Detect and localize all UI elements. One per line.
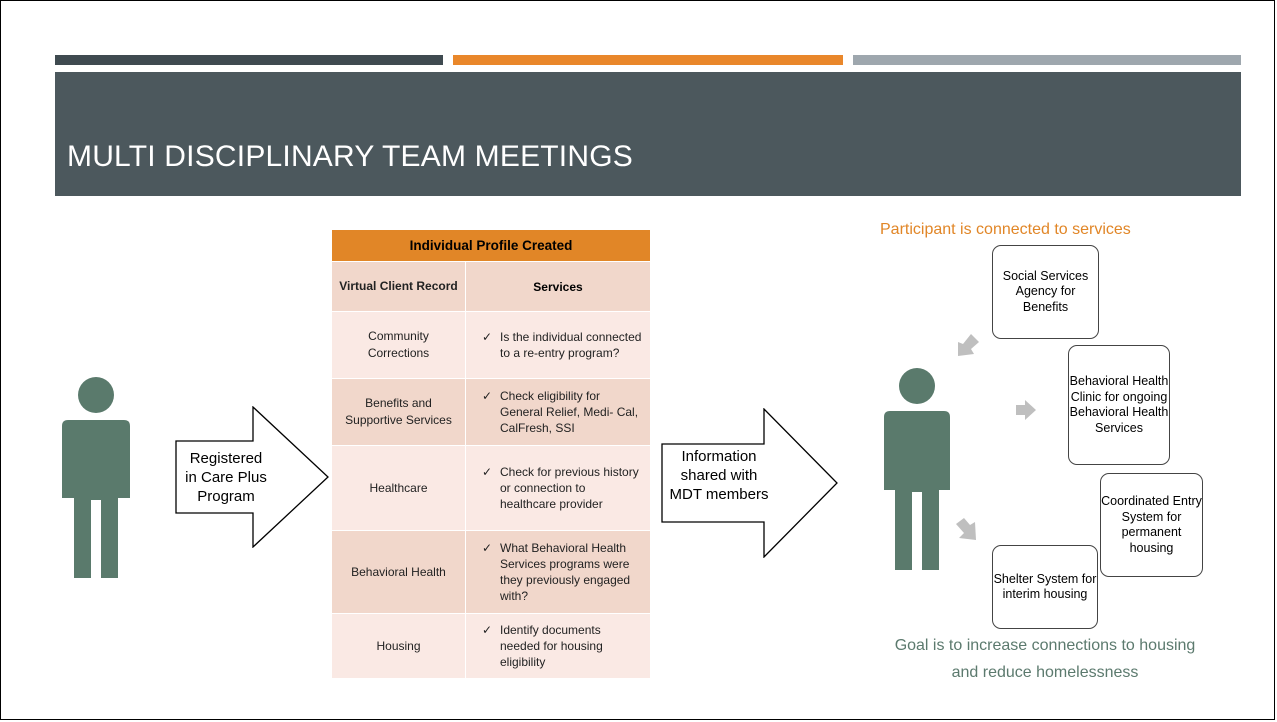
accent-bar-gray: [853, 55, 1241, 65]
slide-title: MULTI DISCIPLINARY TEAM MEETINGS: [67, 140, 633, 173]
header-services: Services: [465, 261, 651, 312]
service-box-social-services: Social Services Agency for Benefits: [992, 245, 1099, 339]
table-row: Housing ✓ Identify documents needed for h…: [331, 613, 651, 679]
registered-arrow: [175, 406, 329, 548]
check-icon: ✓: [482, 465, 493, 479]
registered-arrow-label: Registered in Care Plus Program: [185, 450, 267, 505]
participant-heading: Participant is connected to services: [880, 221, 1131, 238]
row-category: Benefits and Supportive Services: [331, 378, 466, 446]
service-box-behavioral-health: Behavioral Health Clinic for ongoing Beh…: [1068, 345, 1170, 465]
information-arrow-label: Information shared with MDT members: [669, 448, 769, 503]
table-row: Behavioral Health ✓ What Behavioral Healt…: [331, 530, 651, 614]
service-box-shelter: Shelter System for interim housing: [992, 545, 1098, 629]
table-row: Benefits and Supportive Services ✓ Check …: [331, 378, 651, 446]
check-icon: ✓: [482, 623, 493, 637]
arrow-to-social-services: [958, 334, 979, 356]
table-row: Community Corrections ✓ Is the individual…: [331, 311, 651, 379]
table-row: Healthcare ✓ Check for previous history o…: [331, 445, 651, 531]
title-band: [55, 72, 1241, 196]
header-category: Virtual Client Record: [331, 261, 466, 312]
person-icon-right: [884, 368, 950, 570]
arrow-to-health-clinic: [1016, 400, 1036, 420]
check-icon: ✓: [482, 330, 493, 344]
service-box-coordinated-entry: Coordinated Entry System for permanent h…: [1100, 473, 1203, 577]
row-service: Check for previous history or connection…: [500, 465, 639, 511]
check-icon: ✓: [482, 541, 493, 555]
row-category: Behavioral Health: [331, 530, 466, 614]
check-icon: ✓: [482, 389, 493, 403]
accent-bar-dark: [55, 55, 443, 65]
person-icon-left: [62, 377, 130, 578]
row-category: Housing: [331, 613, 466, 679]
row-service: What Behavioral Health Services programs…: [500, 541, 631, 603]
row-service: Check eligibility for General Relief, Me…: [500, 389, 639, 435]
accent-bar-orange: [453, 55, 843, 65]
information-arrow: [661, 408, 838, 558]
row-service: Identify documents needed for housing el…: [500, 623, 603, 669]
profile-table: Individual Profile Created Virtual Clien…: [331, 229, 651, 679]
row-category: Community Corrections: [331, 311, 466, 379]
goal-statement: Goal is to increase connections to housi…: [894, 637, 1196, 681]
arrow-to-shelter: [956, 518, 976, 540]
row-service: Is the individual connected to a re-entr…: [500, 330, 642, 360]
profile-title: Individual Profile Created: [331, 229, 651, 262]
row-category: Healthcare: [331, 445, 466, 531]
